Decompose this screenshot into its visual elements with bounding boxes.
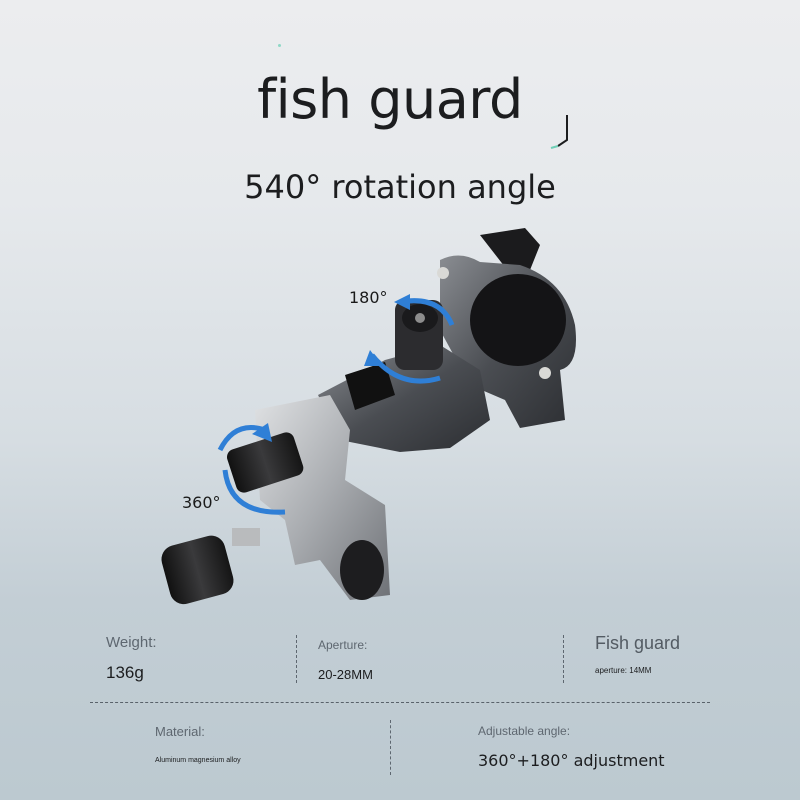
spec-label: Fish guard [595,633,681,653]
rotate-360-arrow-icon [217,423,286,515]
spec-weight: Weight: 136g [106,634,157,683]
product-image [161,228,576,605]
page-subtitle: 540° rotation angle [244,168,556,206]
spec-value: 20-28MM [318,667,373,682]
fish-hook-icon [550,115,568,149]
page-title: fish guard [0,68,800,131]
spec-value: 136g [106,663,144,682]
rotation-360-label: 360° [182,493,221,512]
spec-value: 360°+180° adjustment [478,751,665,770]
spec-adjustable-angle: Adjustable angle: 360°+180° adjustment [478,724,665,770]
spec-label: Weight: [106,634,157,651]
divider [563,635,564,683]
spec-material: Material: Aluminum magnesium alloy [155,724,241,764]
horizontal-divider [90,702,710,703]
spec-value: aperture: 14MM [595,666,652,675]
spec-label: Aperture: [318,638,368,652]
spec-value: Aluminum magnesium alloy [155,757,241,764]
title-text: fish guard [257,68,523,131]
spec-aperture: Aperture: 20-28MM [318,638,373,682]
spec-fish-guard: Fish guard aperture: 14MM [595,633,680,675]
spec-label: Material: [155,724,205,739]
lower-clamp [161,395,390,605]
rotate-180-arrow-icon [364,294,455,384]
middle-body [318,300,490,452]
decorative-dot [278,44,281,47]
divider [296,635,297,683]
divider [390,720,391,775]
rotation-180-label: 180° [349,288,388,307]
spec-label: Adjustable angle: [478,724,571,738]
